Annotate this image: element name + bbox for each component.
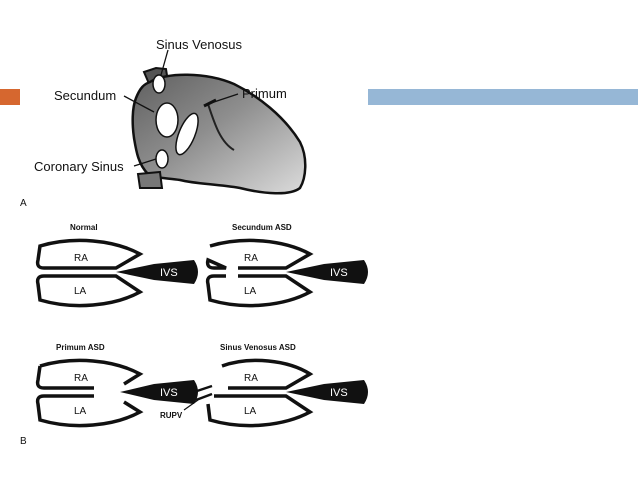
heart-illustration bbox=[131, 66, 307, 195]
panel-sinus-venosus-asd: Sinus Venosus ASD RUPV RA LA IVS bbox=[160, 343, 368, 428]
panel-title-sinus-venosus: Sinus Venosus ASD bbox=[220, 343, 296, 352]
label-primum: Primum bbox=[242, 86, 287, 101]
asd-diagram: Sinus Venosus Secundum Primum Coronary S… bbox=[20, 38, 368, 447]
rupv-label: RUPV bbox=[160, 411, 183, 420]
la-label-sinus-venosus: LA bbox=[244, 406, 257, 417]
la-label-primum: LA bbox=[74, 406, 87, 417]
ivs-label-normal: IVS bbox=[160, 267, 178, 279]
right-accent-bar bbox=[368, 89, 638, 105]
ivs-label-primum: IVS bbox=[160, 387, 178, 399]
label-secundum: Secundum bbox=[54, 88, 116, 103]
la-label-normal: LA bbox=[74, 286, 87, 297]
left-accent-bar bbox=[0, 89, 20, 105]
ivs-label-secundum: IVS bbox=[330, 267, 348, 279]
panel-title-normal: Normal bbox=[70, 223, 98, 232]
label-sinus-venosus: Sinus Venosus bbox=[156, 38, 243, 52]
ra-label-secundum: RA bbox=[244, 253, 258, 264]
panel-normal: Normal RA LA IVS bbox=[35, 223, 198, 308]
panel-primum-asd: Primum ASD RA LA IVS bbox=[35, 343, 198, 428]
asd-figure: Sinus Venosus Secundum Primum Coronary S… bbox=[20, 38, 368, 452]
panel-title-primum: Primum ASD bbox=[56, 343, 105, 352]
ivs-label-sinus-venosus: IVS bbox=[330, 387, 348, 399]
ra-label-primum: RA bbox=[74, 373, 88, 384]
la-label-secundum: LA bbox=[244, 286, 257, 297]
ra-label-sinus-venosus: RA bbox=[244, 373, 258, 384]
panel-letter-b: B bbox=[20, 436, 27, 447]
label-coronary-sinus: Coronary Sinus bbox=[34, 159, 124, 174]
panel-secundum-asd: Secundum ASD RA LA IVS bbox=[205, 223, 368, 308]
sinus-venosus-hole bbox=[152, 74, 166, 94]
coronary-sinus-hole bbox=[155, 149, 169, 169]
secundum-hole bbox=[155, 102, 179, 138]
panel-letter-a: A bbox=[20, 198, 27, 209]
panel-title-secundum: Secundum ASD bbox=[232, 223, 292, 232]
leader-lines bbox=[123, 49, 239, 167]
primum-hole bbox=[175, 112, 199, 156]
ra-label-normal: RA bbox=[74, 253, 88, 264]
